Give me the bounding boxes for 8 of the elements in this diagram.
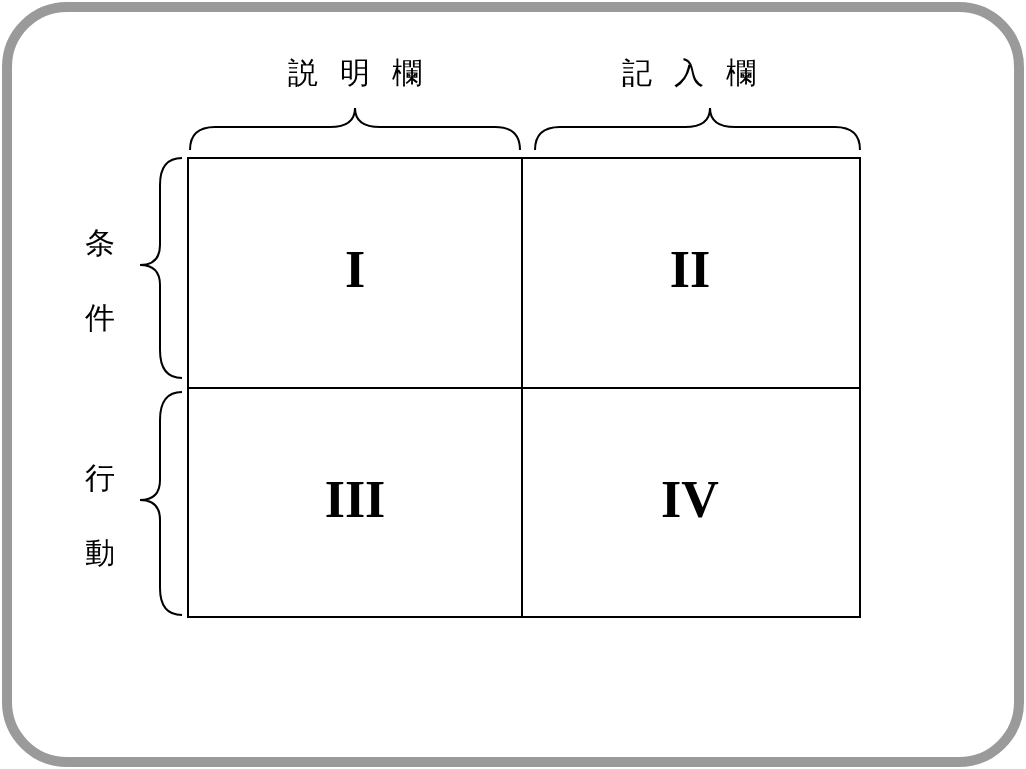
row-header: 行動: [85, 459, 115, 572]
roman-numeral: IV: [661, 474, 719, 526]
roman-numeral: III: [324, 474, 386, 526]
roman-numeral: I: [344, 244, 366, 296]
row-header: 条件: [85, 224, 115, 337]
column-header: 説明欄: [288, 58, 444, 88]
column-header: 記入欄: [622, 58, 778, 88]
roman-numeral: II: [669, 244, 711, 296]
